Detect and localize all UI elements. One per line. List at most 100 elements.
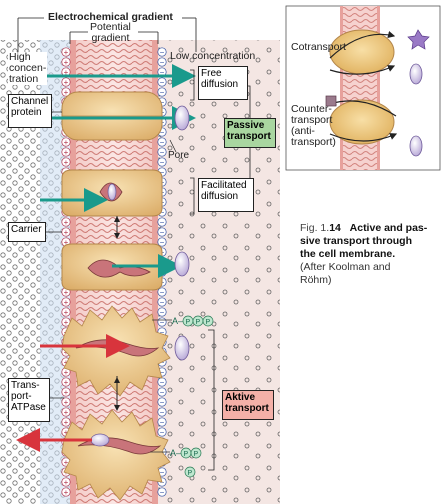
cotransport-label: Cotransport [291,41,346,53]
adp-phosphate-bottom: A– P P P [150,447,202,478]
svg-text:P: P [186,319,191,326]
charge-symbol [157,397,167,407]
charge-symbol [157,87,167,97]
charge-symbol-text: − [160,408,165,417]
charge-symbol-text: + [64,358,69,367]
charge-symbol [157,427,167,437]
atp-phosphates-top: A– P P P [152,315,214,327]
high-concentration-label: High concen- tration [8,51,48,85]
charge-symbol [61,87,71,97]
charge-symbol-text: + [64,58,69,67]
electrochemical-gradient-label: Electrochemical gradient [48,11,173,23]
charge-symbol [61,397,71,407]
charge-symbol-text: − [160,378,165,387]
charge-symbol-text: + [64,418,69,427]
charge-symbol-text: − [160,368,165,377]
charge-symbol-text: − [160,318,165,327]
charge-symbol-text: + [64,228,69,237]
passive-transport-label: Passive transport [224,118,276,148]
charge-symbol-text: − [160,238,165,247]
charge-symbol [61,417,71,427]
carrier-protein-open [61,169,163,217]
charge-symbol-text: + [64,158,69,167]
charge-symbol-text: − [160,228,165,237]
charge-symbol [157,157,167,167]
charge-symbol [157,217,167,227]
charge-symbol-text: + [64,68,69,77]
charge-symbol [61,307,71,317]
charge-symbol [61,47,71,57]
active-transport-label: Aktive transport [222,390,274,420]
charge-symbol-text: − [160,478,165,487]
charge-symbol-text: − [160,388,165,397]
charge-symbol [61,487,71,497]
carrier-label: Carrier [8,222,46,242]
svg-text:P: P [188,470,193,477]
charge-symbol [61,217,71,227]
countertransport-label: Counter- transport (anti- transport) [291,103,336,148]
charge-symbol-text: + [64,428,69,437]
charge-symbol-text: + [64,288,69,297]
charge-symbol-text: − [160,298,165,307]
charge-symbol [157,287,167,297]
charge-symbol [157,47,167,57]
charge-symbol-text: − [160,208,165,217]
charge-symbol-text: − [160,218,165,227]
figure-number: 14 [329,222,341,234]
charge-symbol [61,377,71,387]
transport-atpase-label: Trans- port- ATPase [8,378,50,422]
charge-symbol [157,227,167,237]
svg-text:A–: A– [172,316,183,326]
charge-symbol-text: + [64,78,69,87]
charge-symbol-text: + [64,488,69,497]
charge-symbol-text: + [64,398,69,407]
charge-symbol-text: + [64,368,69,377]
charge-symbol-text: + [64,308,69,317]
charge-symbol-text: − [160,58,165,67]
facilitated-diffusion-label: Facilitated diffusion [198,178,254,212]
charge-symbol-text: − [160,88,165,97]
caption-source: (After Koolman and Röhm) [300,261,391,286]
charge-symbol-text: − [160,128,165,137]
charge-symbol-text: − [160,158,165,167]
charge-symbol [61,137,71,147]
charge-symbol-text: + [64,138,69,147]
charge-symbol [157,147,167,157]
charge-symbol-text: − [160,468,165,477]
charge-symbol [157,297,167,307]
charge-symbol [157,307,167,317]
charge-symbol [157,487,167,497]
charge-symbol [61,57,71,67]
svg-text:A–: A– [170,448,181,458]
charge-symbol [157,57,167,67]
charge-symbol-text: + [64,88,69,97]
free-diffusion-label: Free diffusion [198,66,248,100]
charge-symbol-text: − [160,48,165,57]
svg-text:P: P [196,319,201,326]
charge-symbol [61,407,71,417]
svg-text:P: P [206,319,211,326]
charge-symbol [61,387,71,397]
potential-gradient-label: Potential gradient [90,21,131,44]
charge-symbol-text: + [64,378,69,387]
charge-symbol-text: + [64,298,69,307]
charge-symbol [61,477,71,487]
charge-symbol-text: + [64,458,69,467]
charge-symbol [61,297,71,307]
caption-title: Active and pas- sive transport through t… [300,222,428,260]
charge-symbol-text: − [160,488,165,497]
charge-symbol-text: + [64,408,69,417]
charge-symbol-text: − [160,398,165,407]
pore-label: Pore [168,150,190,161]
charge-symbol-text: + [64,478,69,487]
charge-symbol-text: − [160,328,165,337]
channel-protein-label: Channel protein [8,94,52,128]
charge-symbol [61,147,71,157]
charge-symbol-text: + [64,318,69,327]
figure-label: Fig. 1. [300,222,330,234]
charge-symbol-text: − [160,288,165,297]
charge-symbol-text: − [160,138,165,147]
inset-panel [285,5,441,171]
charge-symbol [157,237,167,247]
